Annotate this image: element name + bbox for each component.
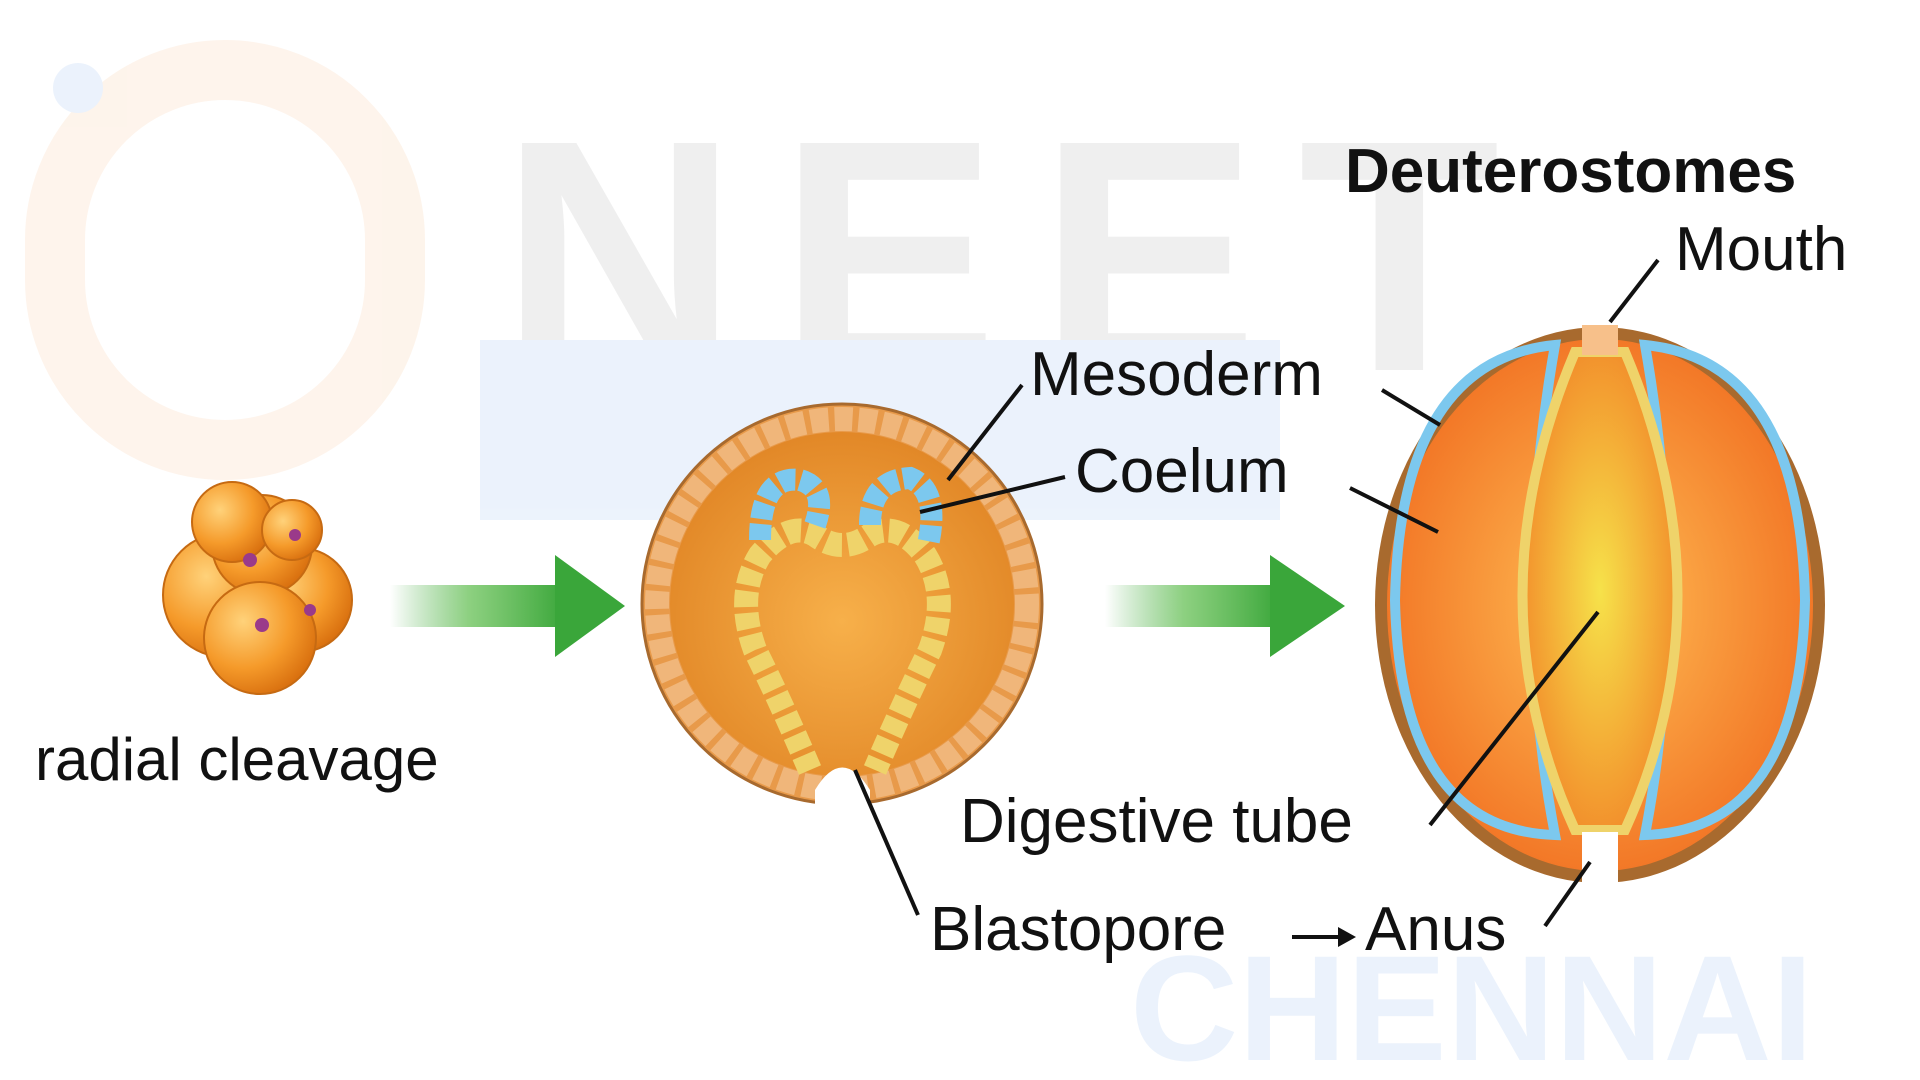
watermark-line1: NEET bbox=[500, 71, 1540, 440]
coelum-label: Coelum bbox=[1075, 437, 1289, 506]
coelum-leader-left bbox=[919, 475, 1066, 514]
archenteron-wall bbox=[734, 518, 951, 775]
digestive-tube bbox=[1517, 347, 1683, 835]
watermark-logo-dot bbox=[53, 63, 103, 113]
radial-cleavage-label: radial cleavage bbox=[35, 726, 439, 793]
anus-leader bbox=[1543, 860, 1592, 928]
arrow-stage-1 bbox=[390, 555, 625, 657]
blastopore-leader bbox=[853, 769, 920, 916]
diagram-title: Deuterostomes bbox=[1345, 137, 1796, 206]
blastopore-to-anus-arrow bbox=[1292, 927, 1356, 947]
mouth-opening bbox=[1582, 325, 1618, 355]
mesoderm-leader-left bbox=[946, 383, 1024, 482]
mesoderm-pouch-left bbox=[749, 468, 830, 541]
watermark-line2: CHENNAI bbox=[1130, 924, 1813, 1080]
mouth-label: Mouth bbox=[1675, 215, 1847, 284]
mesoderm-leader-right bbox=[1380, 388, 1442, 427]
watermark: NEET CHENNAI bbox=[25, 40, 1813, 1080]
blastopore-label: Blastopore bbox=[930, 895, 1226, 964]
deuterostome-body bbox=[1375, 325, 1825, 890]
watermark-logo-arch bbox=[25, 40, 425, 480]
leader-lines bbox=[853, 258, 1660, 928]
blastopore-notch bbox=[815, 767, 870, 810]
cleavage-embryo bbox=[162, 481, 353, 695]
mesoderm-label: Mesoderm bbox=[1030, 340, 1323, 409]
mouth-leader bbox=[1608, 258, 1660, 324]
anus-label: Anus bbox=[1365, 895, 1506, 964]
mesoderm-pouch-right bbox=[859, 466, 943, 548]
digestive-tube-label: Digestive tube bbox=[960, 787, 1353, 856]
anus-opening bbox=[1582, 832, 1618, 890]
digestive-tube-leader bbox=[1428, 610, 1600, 827]
arrow-stage-2 bbox=[1105, 555, 1345, 657]
gastrula bbox=[640, 402, 1044, 810]
coelum-leader-right bbox=[1349, 486, 1439, 534]
